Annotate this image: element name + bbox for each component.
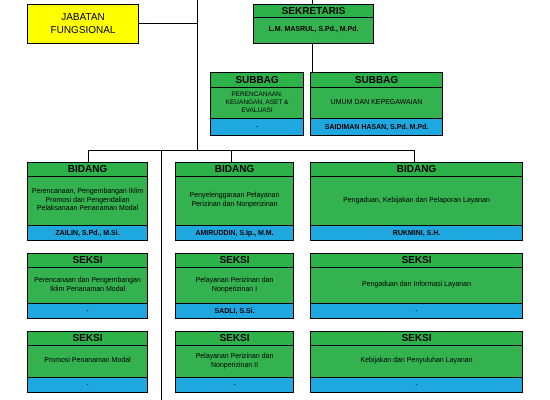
seksi-row1-1-title: SEKSI <box>28 254 147 268</box>
seksi-row2-box-3: SEKSI Kebijakan dan Penyuluhan Layanan - <box>310 331 523 393</box>
jabatan-fungsional-line1: JABATAN <box>61 12 105 23</box>
sekretaris-box: SEKRETARIS L.M. MASRUL, S.Pd., M.Pd. <box>253 4 374 44</box>
subbag-box-1: SUBBAG PERENCANAAN, KEUANGAN, ASET & EVA… <box>210 72 304 136</box>
bidang-3-drop <box>414 150 415 162</box>
seksi-row2-1-title: SEKSI <box>28 332 147 346</box>
bidang-2-unit: Penyelenggaraan Pelayanan Perizinan dan … <box>176 177 293 225</box>
subbag-1-title: SUBBAG <box>211 73 303 88</box>
bidang-3-unit: Pengaduan, Kebijakan dan Pelaporan Layan… <box>311 177 522 225</box>
seksi-row2-box-1: SEKSI Promosi Penanaman Modal - <box>27 331 148 393</box>
subbag-2-name: SAIDIMAN HASAN, S.Pd. M.Pd. <box>311 118 442 135</box>
bidang-2-name: AMIRUDDIN, S.Ip., M.M. <box>176 225 293 240</box>
seksi-row1-box-1: SEKSI Perencanaan dan Pengembangan Iklim… <box>27 253 148 319</box>
seksi-row1-1-unit: Perencanaan dan Pengembangan Iklim Penan… <box>28 268 147 303</box>
seksi-row1-3-unit: Pengaduan dan Informasi Layanan <box>311 268 522 303</box>
subbag-2-unit: UMUM DAN KEPEGAWAIAN <box>311 88 442 118</box>
seksi-row2-1-unit: Promosi Penanaman Modal <box>28 346 147 377</box>
seksi-row2-2-name: - <box>176 377 293 392</box>
seksi-row1-2-unit: Pelayanan Perizinan dan Nonperizinan I <box>176 268 293 303</box>
bidang-2-title: BIDANG <box>176 163 293 177</box>
bidang-3-name: RUKMINI, S.H. <box>311 225 522 240</box>
jabatan-fungsional-box: JABATAN FUNGSIONAL <box>27 4 139 44</box>
sekretaris-top-connector <box>312 0 313 4</box>
bidang-3-title: BIDANG <box>311 163 522 177</box>
bidang-1-drop <box>88 150 89 162</box>
seksi-row1-box-3: SEKSI Pengaduan dan Informasi Layanan - <box>310 253 523 319</box>
seksi-row2-1-name: - <box>28 377 147 392</box>
seksi-row2-3-title: SEKSI <box>311 332 522 346</box>
sekretaris-subbag-connector <box>312 43 313 72</box>
subbag-box-2: SUBBAG UMUM DAN KEPEGAWAIAN SAIDIMAN HAS… <box>310 72 443 136</box>
bidang-box-2: BIDANG Penyelenggaraan Pelayanan Perizin… <box>175 162 294 241</box>
sekretaris-title: SEKRETARIS <box>254 5 373 18</box>
subbag-1-name: - <box>211 118 303 135</box>
seksi-row1-2-name: SADLI, S.Si. <box>176 303 293 318</box>
bidang-1-name: ZAILIN, S.Pd., M.Si. <box>28 225 147 240</box>
jabatan-fungsional-connector <box>139 23 197 24</box>
seksi-row2-3-unit: Kebijakan dan Penyuluhan Layanan <box>311 346 522 377</box>
seksi-row2-3-name: - <box>311 377 522 392</box>
bidang-horizontal-connector <box>88 150 414 151</box>
subbag-2-title: SUBBAG <box>311 73 442 88</box>
main-vertical-connector <box>197 0 198 150</box>
seksi-row2-box-2: SEKSI Pelayanan Perizinan dan Nonperizin… <box>175 331 294 393</box>
seksi-row1-box-2: SEKSI Pelayanan Perizinan dan Nonperizin… <box>175 253 294 319</box>
sekretaris-name: L.M. MASRUL, S.Pd., M.Pd. <box>254 18 373 43</box>
jabatan-fungsional-line2: FUNGSIONAL <box>50 25 116 36</box>
bidang-1-title: BIDANG <box>28 163 147 177</box>
seksi-row2-2-title: SEKSI <box>176 332 293 346</box>
bidang-1-unit: Perencanaan, Pengembangan Iklim Promosi … <box>28 177 147 225</box>
left-vertical-connector <box>161 150 162 400</box>
subbag-1-unit: PERENCANAAN, KEUANGAN, ASET & EVALUASI <box>211 88 303 118</box>
bidang-2-drop <box>231 150 232 162</box>
seksi-row1-2-title: SEKSI <box>176 254 293 268</box>
bidang-box-3: BIDANG Pengaduan, Kebijakan dan Pelapora… <box>310 162 523 241</box>
seksi-row1-3-name: - <box>311 303 522 318</box>
bidang-box-1: BIDANG Perencanaan, Pengembangan Iklim P… <box>27 162 148 241</box>
seksi-row1-1-name: - <box>28 303 147 318</box>
seksi-row2-2-unit: Pelayanan Perizinan dan Nonperizinan II <box>176 346 293 377</box>
seksi-row1-3-title: SEKSI <box>311 254 522 268</box>
